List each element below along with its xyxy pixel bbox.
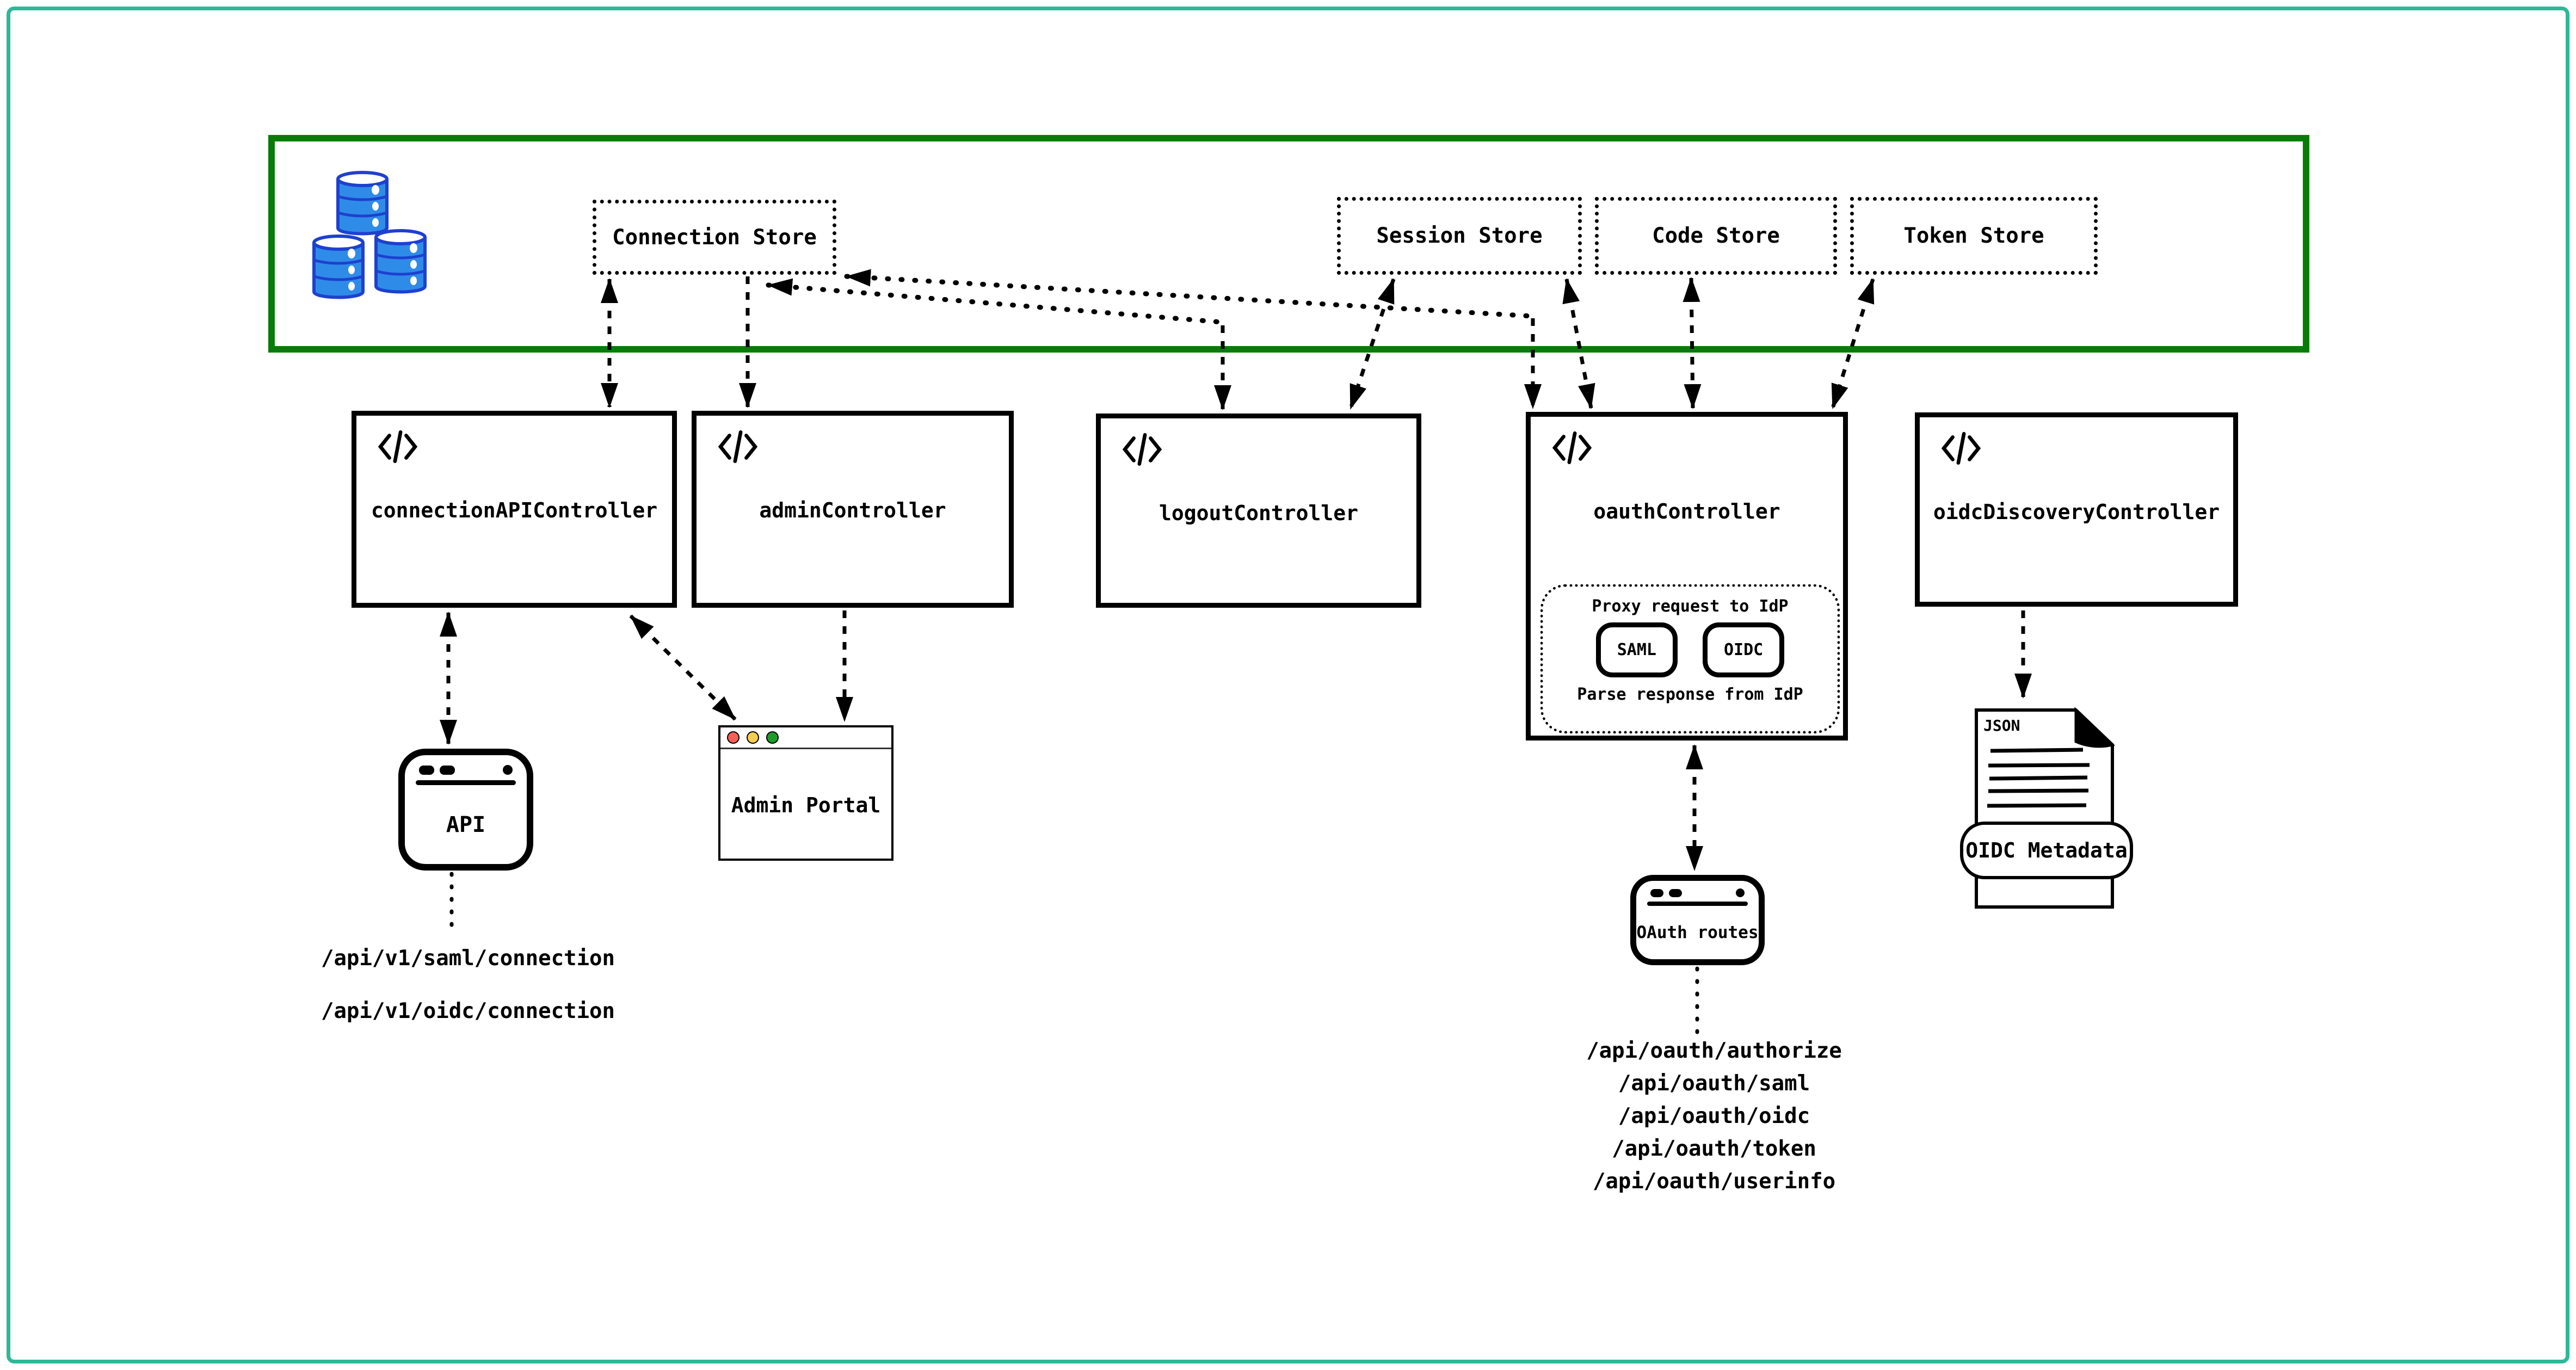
proxy-footer: Parse response from IdP bbox=[1577, 685, 1803, 704]
controller-oidc-discovery: oidcDiscoveryController bbox=[1915, 412, 2238, 607]
controller-label: connectionAPIController bbox=[371, 498, 658, 522]
controller-logout: logoutController bbox=[1096, 414, 1421, 608]
traffic-lights-icon bbox=[720, 727, 891, 749]
code-icon bbox=[1552, 431, 1592, 465]
metadata-banner-label: OIDC Metadata bbox=[1965, 838, 2127, 862]
endpoint-item: /api/oauth/oidc bbox=[1618, 1104, 1810, 1128]
oauth-endpoints: /api/oauth/authorize /api/oauth/saml /ap… bbox=[1524, 1035, 1905, 1198]
code-icon bbox=[718, 430, 758, 464]
controller-oauth: oauthController Proxy request to IdP SAM… bbox=[1526, 412, 1848, 740]
code-store: Code Store bbox=[1595, 197, 1837, 275]
admin-portal-window: Admin Portal bbox=[718, 725, 893, 861]
api-endpoints: /api/v1/saml/connection /api/v1/oidc/con… bbox=[305, 932, 631, 1038]
code-icon bbox=[1941, 431, 1981, 465]
metadata-banner bbox=[1960, 822, 2133, 879]
oidc-metadata-doc: JSON OIDC Metadata bbox=[1960, 707, 2133, 909]
traffic-light-red-icon bbox=[727, 731, 739, 744]
token-store: Token Store bbox=[1850, 197, 2098, 275]
endpoint-item: /api/oauth/saml bbox=[1618, 1071, 1810, 1096]
controller-label: oidcDiscoveryController bbox=[1933, 500, 2220, 524]
store-label: Code Store bbox=[1652, 224, 1780, 248]
controller-connection-api: connectionAPIController bbox=[352, 411, 677, 608]
traffic-light-yellow-icon bbox=[747, 731, 759, 744]
endpoint-item: /api/oauth/token bbox=[1612, 1137, 1816, 1161]
api-window-label: API bbox=[446, 812, 486, 837]
store-label: Connection Store bbox=[612, 225, 817, 250]
oidc-chip: OIDC bbox=[1703, 622, 1785, 677]
endpoint-item: /api/v1/saml/connection bbox=[321, 946, 615, 971]
controller-label: adminController bbox=[759, 498, 946, 522]
controller-admin: adminController bbox=[692, 411, 1014, 608]
oauth-routes-window: OAuth routes bbox=[1630, 875, 1765, 965]
saml-chip: SAML bbox=[1595, 622, 1678, 677]
window-controls-icon bbox=[405, 755, 527, 775]
controller-label: oauthController bbox=[1593, 499, 1780, 523]
code-icon bbox=[1122, 433, 1162, 466]
idp-proxy-box: Proxy request to IdP SAML OIDC Parse res… bbox=[1540, 584, 1840, 733]
code-icon bbox=[378, 430, 418, 464]
store-label: Token Store bbox=[1903, 224, 2044, 248]
endpoint-item: /api/oauth/userinfo bbox=[1592, 1169, 1836, 1194]
json-label: JSON bbox=[1983, 717, 2020, 735]
window-controls-icon bbox=[1636, 881, 1759, 897]
api-window: API bbox=[398, 749, 533, 871]
database-icon bbox=[305, 163, 441, 316]
traffic-light-green-icon bbox=[766, 731, 779, 744]
store-label: Session Store bbox=[1376, 224, 1543, 248]
oauth-routes-label: OAuth routes bbox=[1636, 923, 1759, 942]
controller-label: logoutController bbox=[1158, 501, 1359, 525]
endpoint-item: /api/v1/oidc/connection bbox=[321, 999, 615, 1023]
window-bar bbox=[416, 780, 516, 785]
proxy-title: Proxy request to IdP bbox=[1592, 597, 1789, 616]
session-store: Session Store bbox=[1337, 197, 1582, 275]
outer-frame bbox=[7, 7, 2569, 1363]
admin-portal-label: Admin Portal bbox=[731, 793, 881, 817]
endpoint-item: /api/oauth/authorize bbox=[1586, 1039, 1842, 1063]
connection-store: Connection Store bbox=[593, 200, 836, 275]
